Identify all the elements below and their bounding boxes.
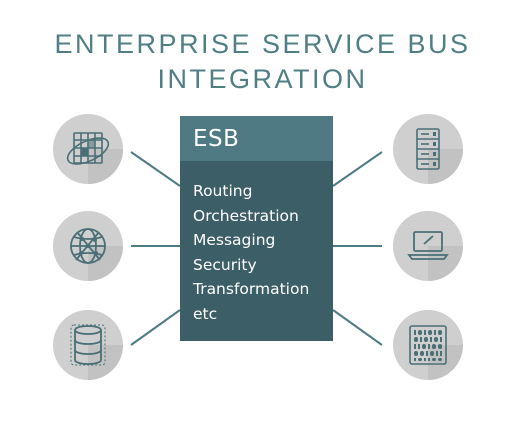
esb-header: ESB (180, 116, 333, 161)
binary-data-icon (393, 310, 463, 380)
connector-left-top (130, 151, 181, 187)
diagram-title-line2: INTEGRATION (157, 64, 368, 94)
esb-function-item: Orchestration (193, 206, 299, 225)
esb-function-list: Routing Orchestration Messaging Security… (193, 179, 309, 327)
esb-function-item: Messaging (193, 231, 276, 250)
database-icon (53, 310, 123, 380)
right-node-3 (392, 309, 464, 381)
network-grid-icon (53, 114, 123, 184)
left-node-1 (52, 113, 124, 185)
diagram-title-line1: ENTERPRISE SERVICE BUS (54, 29, 471, 59)
server-rack-icon (393, 114, 463, 184)
esb-function-item: Transformation (193, 280, 310, 299)
esb-function-item: Routing (193, 182, 253, 200)
esb-box: ESB Routing Orchestration Messaging Secu… (180, 116, 333, 341)
esb-title: ESB (193, 126, 240, 152)
esb-function-item: Security (193, 255, 257, 274)
connector-left-bottom (130, 309, 181, 346)
connector-right-top (332, 151, 383, 187)
connector-right-bottom (332, 309, 383, 346)
left-node-3 (52, 309, 124, 381)
globe-network-icon (53, 211, 123, 281)
right-node-1 (392, 113, 464, 185)
left-node-2 (52, 210, 124, 282)
esb-function-item: etc (193, 304, 218, 323)
right-node-2 (392, 210, 464, 282)
laptop-icon (393, 211, 463, 281)
